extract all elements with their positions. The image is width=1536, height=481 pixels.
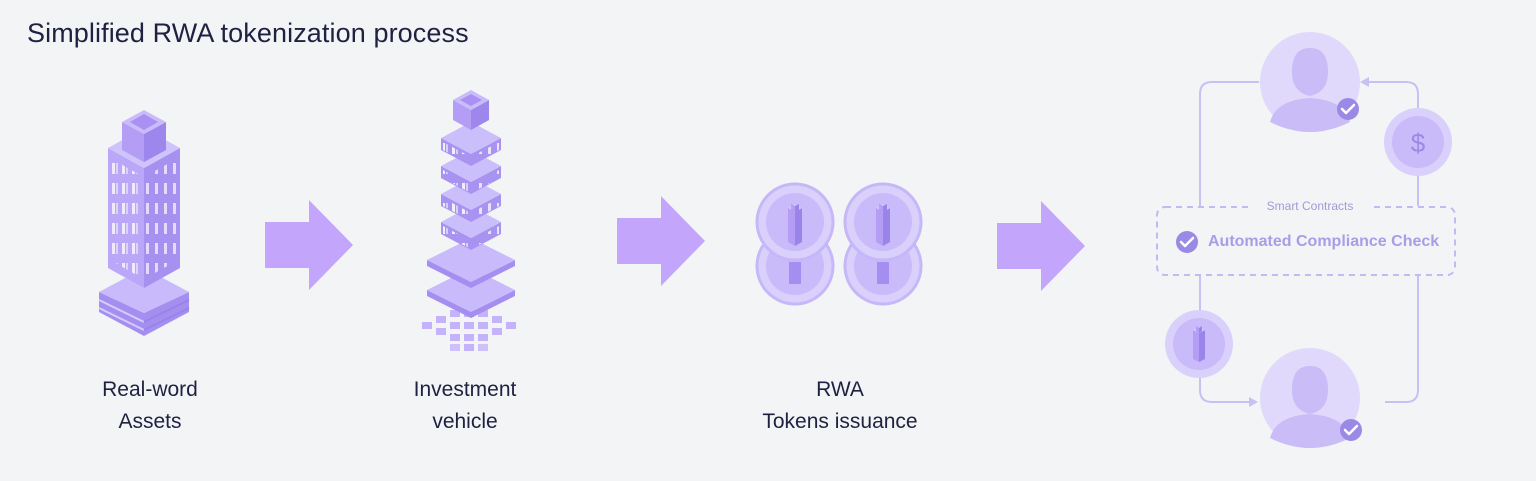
flow-arrow-3	[997, 201, 1085, 291]
step-caption-line: Assets	[118, 410, 182, 433]
compliance-check-icon	[1176, 231, 1198, 253]
step-caption-line: vehicle	[432, 410, 498, 433]
verified-check-icon	[1337, 98, 1359, 120]
rwa-tokens-icon	[755, 182, 923, 306]
step-caption-line: Real-word	[102, 378, 198, 401]
step-caption-investment-vehicle: Investment vehicle	[375, 374, 555, 438]
investment-vehicle-icon	[422, 90, 516, 351]
verified-check-bottom-icon	[1340, 419, 1362, 441]
step-caption-line: Investment	[413, 378, 517, 401]
dollar-symbol: $	[1411, 128, 1426, 158]
arrowhead-bottom	[1249, 397, 1258, 407]
user-avatar-top-icon	[1260, 32, 1360, 132]
arrowhead-top	[1360, 77, 1369, 87]
dollar-coin-icon	[1384, 108, 1452, 176]
step-caption-line: RWA	[816, 378, 864, 401]
step-caption-line: Tokens issuance	[762, 410, 918, 433]
smart-contracts-box	[1156, 206, 1456, 276]
step-caption-rwa-tokens: RWA Tokens issuance	[730, 374, 950, 438]
real-world-assets-building-icon	[98, 110, 190, 336]
smart-contract-flow	[1199, 81, 1419, 403]
step-caption-real-world-assets: Real-word Assets	[60, 374, 240, 438]
flow-arrow-1	[265, 200, 353, 290]
smart-contracts-label: Smart Contracts	[1250, 199, 1370, 213]
user-avatar-bottom-icon	[1260, 348, 1360, 448]
token-coin-icon	[1165, 310, 1233, 378]
flow-arrow-2	[617, 196, 705, 286]
diagram-title: Simplified RWA tokenization process	[27, 18, 469, 48]
automated-compliance-check-label: Automated Compliance Check	[1208, 233, 1440, 250]
